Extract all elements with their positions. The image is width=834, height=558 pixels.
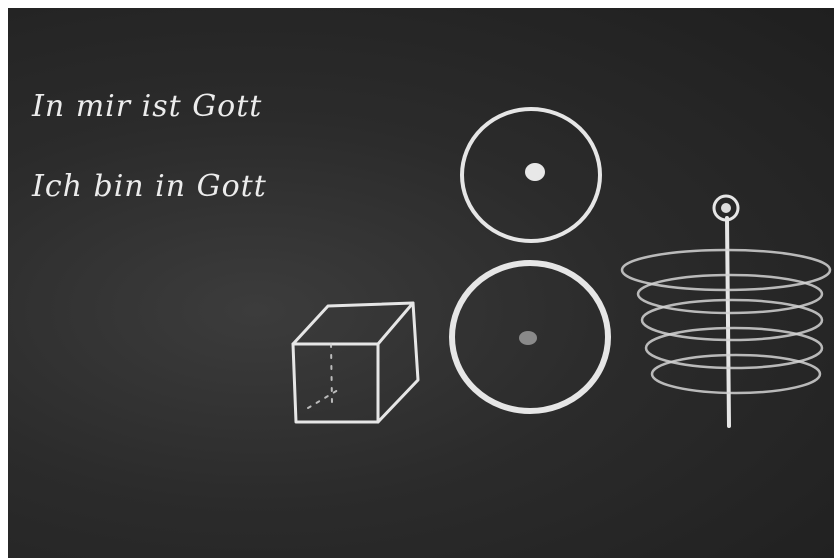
upper-circle [462, 109, 600, 241]
upper-circle-center-dot [525, 163, 545, 181]
lower-circle [452, 263, 608, 411]
spiral-column [622, 196, 830, 426]
lower-circle-center-dot [519, 331, 537, 345]
chalk-drawing [8, 8, 834, 558]
chalk-cube [293, 303, 418, 422]
blackboard: In mir ist Gott Ich bin in Gott [8, 8, 834, 558]
